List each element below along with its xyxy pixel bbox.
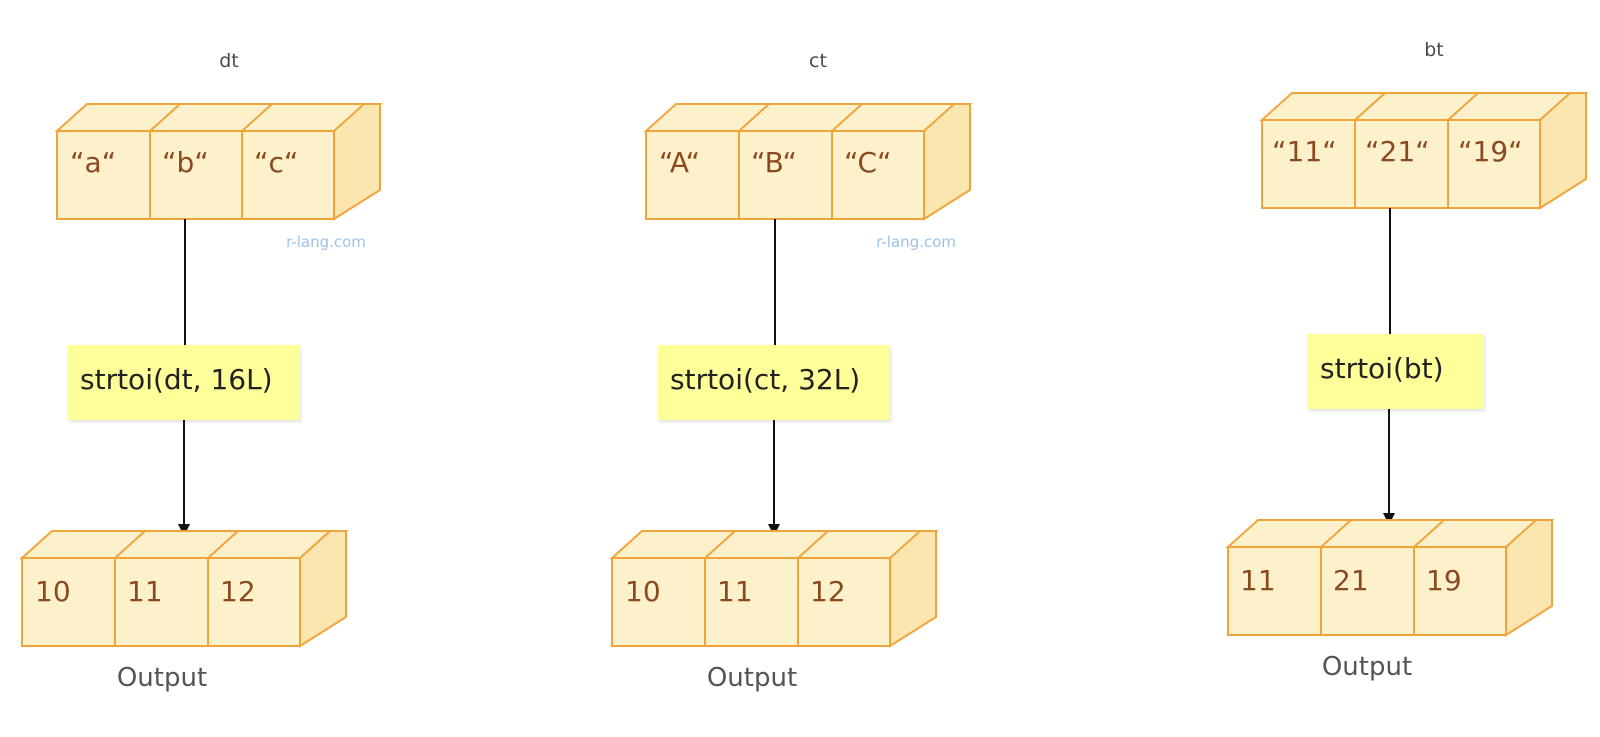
output-cell: 10 [35, 575, 71, 608]
function-box: strtoi(bt) [1308, 334, 1484, 409]
input-cell: “19“ [1458, 135, 1523, 168]
output-cube: 11 21 19 [1225, 519, 1555, 637]
output-label: Output [117, 663, 207, 693]
input-cell: “b“ [162, 146, 209, 179]
function-label: strtoi(bt) [1320, 352, 1444, 385]
function-label: strtoi(ct, 32L) [670, 363, 860, 396]
output-cube: 10 11 12 [19, 530, 349, 648]
output-cell: 11 [717, 575, 753, 608]
output-label: Output [707, 663, 797, 693]
panel-dt: dt “a“ “b“ “c“ r-lang.com strtoi(dt, 16L… [19, 50, 383, 693]
input-cell: “B“ [751, 146, 797, 179]
input-cell: “11“ [1272, 135, 1337, 168]
input-cell: “21“ [1365, 135, 1430, 168]
input-cell: “a“ [70, 146, 116, 179]
function-box: strtoi(ct, 32L) [658, 345, 890, 420]
watermark: r-lang.com [876, 233, 956, 251]
input-cell: “c“ [254, 146, 298, 179]
output-cell: 10 [625, 575, 661, 608]
panel-title: dt [219, 50, 239, 72]
output-cube: 10 11 12 [609, 530, 939, 648]
output-cell: 11 [127, 575, 163, 608]
output-label: Output [1322, 652, 1412, 682]
panel-bt: bt “11“ “21“ “19“ strtoi(bt) [1225, 39, 1589, 682]
input-cell: “C“ [844, 146, 892, 179]
panel-title: bt [1424, 39, 1444, 61]
output-cell: 21 [1333, 564, 1369, 597]
panel-title: ct [809, 50, 827, 72]
input-cell: “A“ [659, 146, 700, 179]
output-cell: 19 [1426, 564, 1462, 597]
input-cube: “a“ “b“ “c“ [54, 103, 383, 221]
output-cell: 12 [810, 575, 846, 608]
function-box: strtoi(dt, 16L) [68, 345, 300, 420]
watermark: r-lang.com [286, 233, 366, 251]
input-cube: “11“ “21“ “19“ [1259, 92, 1589, 210]
function-label: strtoi(dt, 16L) [80, 363, 273, 396]
panel-ct: ct “A“ “B“ “C“ r-lang.com strtoi(ct, 32L… [609, 50, 973, 693]
output-cell: 11 [1240, 564, 1276, 597]
output-cell: 12 [220, 575, 256, 608]
input-cube: “A“ “B“ “C“ [643, 103, 973, 221]
